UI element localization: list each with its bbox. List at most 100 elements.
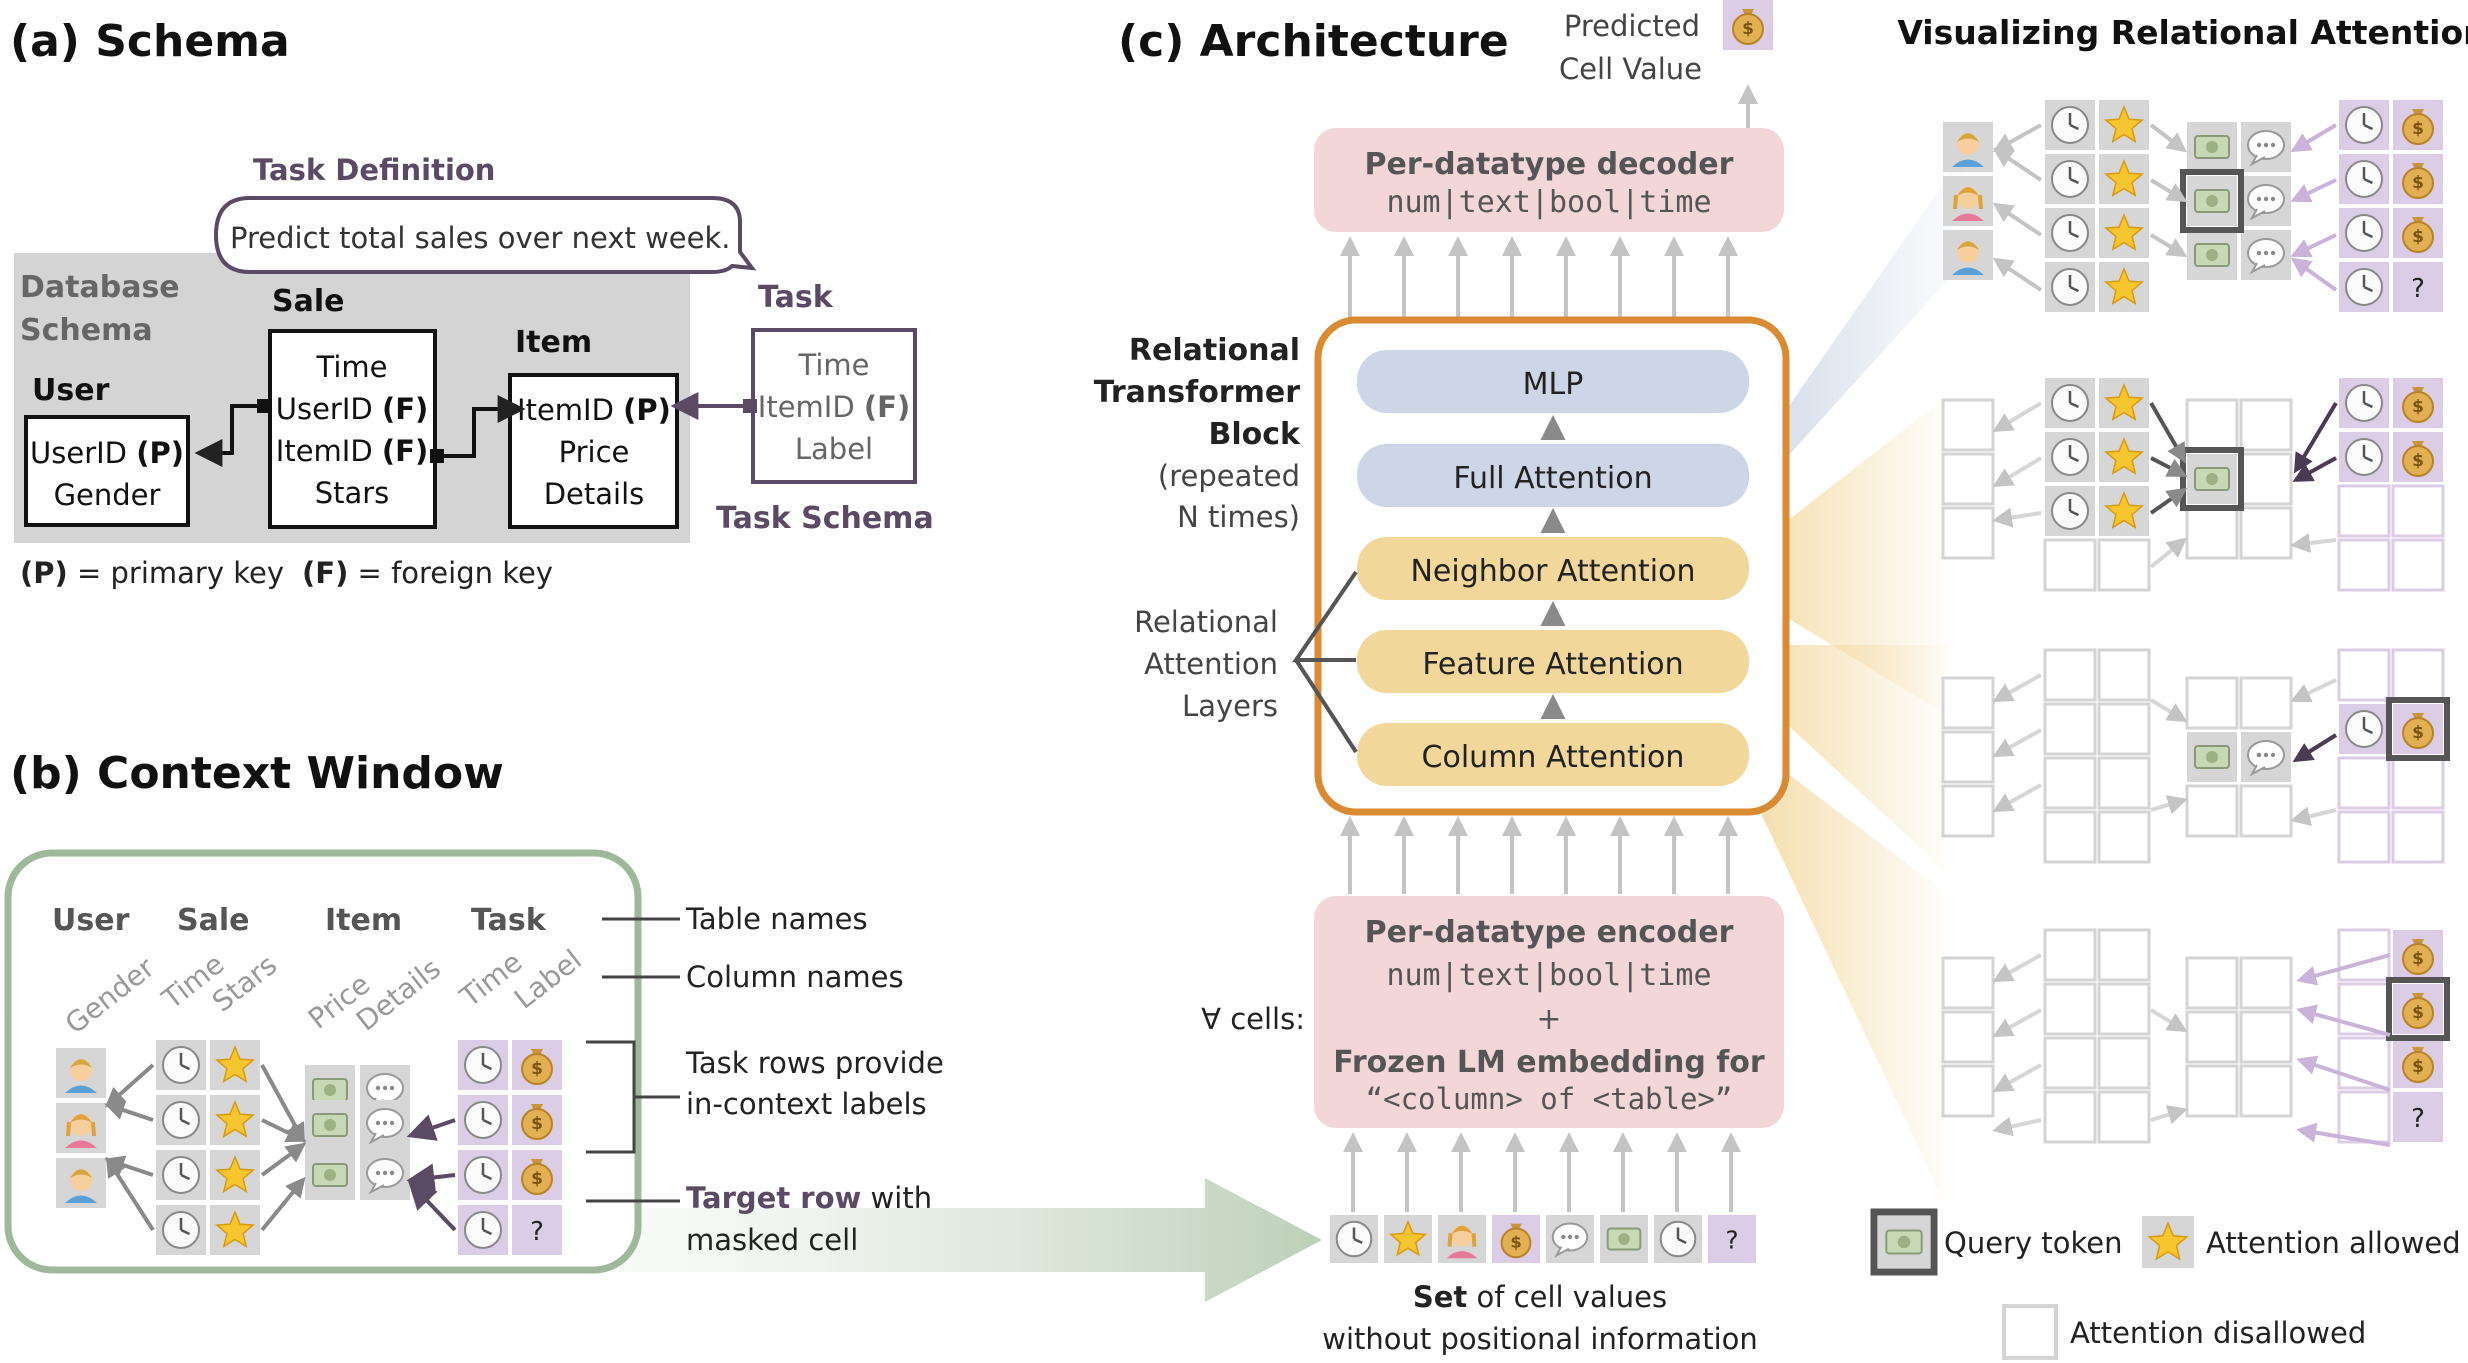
fk-arrow-sale-item (437, 395, 526, 458)
allowed-cell (2045, 432, 2095, 482)
layers-label-1: Relational (1134, 605, 1278, 639)
block-label-2: Transformer (1094, 375, 1300, 410)
disallowed-cell (2337, 810, 2391, 864)
clock-icon (2051, 214, 2089, 252)
allowed-cell: ? (2393, 1092, 2443, 1142)
predicted-cell: $ (1723, 0, 1773, 50)
allowed-cell (2045, 100, 2095, 150)
context-cell: ? (512, 1205, 562, 1255)
attention-arrow (2296, 1122, 2391, 1147)
attention-arrow (2149, 698, 2188, 723)
attention-arrow (2150, 1105, 2188, 1125)
block-repeat-1: (repeated (1158, 459, 1300, 493)
allowed-cell (2187, 122, 2237, 172)
panel-visualizing-attention: Visualizing Relational Attention $$$?$$$… (1870, 13, 2468, 1360)
attention-grid: $ (1941, 648, 2450, 864)
star-icon (2104, 267, 2144, 305)
clock-icon (2051, 106, 2089, 144)
context-cell (56, 1103, 106, 1153)
predicted-label-1: Predicted (1564, 9, 1700, 43)
context-cell (360, 1100, 410, 1150)
allowed-cell: ? (2393, 262, 2443, 312)
allowed-cell (1943, 230, 1993, 280)
attention-arrow (2149, 233, 2188, 258)
attention-arrow (2290, 123, 2338, 153)
man-icon (1952, 133, 1984, 167)
bubble-icon (2247, 130, 2285, 167)
disallowed-cell (2097, 1036, 2151, 1090)
attention-arrow (2292, 456, 2337, 482)
query-token-frame (2180, 447, 2244, 511)
input-token (1654, 1215, 1702, 1263)
bill-icon (312, 1113, 348, 1137)
context-table-item: Item (325, 903, 402, 938)
disallowed-cell (2185, 956, 2239, 1010)
encoder-title: Per-datatype encoder (1365, 915, 1734, 950)
disallowed-cell (2043, 648, 2097, 702)
svg-text:$: $ (531, 1114, 543, 1134)
attention-arrow (1992, 1063, 2042, 1092)
attention-arrow (1992, 783, 2042, 812)
attention-arrow (1992, 401, 2043, 433)
disallowed-cell (2239, 676, 2293, 730)
disallowed-cell (2391, 810, 2445, 864)
allowed-cell (2241, 230, 2291, 280)
encoder-plus: + (1536, 1002, 1561, 1037)
disallowed-cell (2239, 398, 2293, 452)
layer-feature-attention-label: Feature Attention (1422, 647, 1683, 682)
allowed-cell (2045, 262, 2095, 312)
attention-arrow (2292, 733, 2338, 763)
fan-neighbor-attention (1750, 390, 1955, 720)
context-cell (305, 1150, 355, 1200)
star-icon (2104, 437, 2144, 475)
attention-arrow (2150, 456, 2188, 477)
callout-task-rows-2: in-context labels (686, 1087, 927, 1121)
forall-label: ∀ cells: (1201, 1002, 1305, 1036)
disallowed-cell (2185, 784, 2239, 838)
block-repeat-2: N times) (1177, 500, 1300, 534)
bag-icon: $ (2402, 993, 2434, 1029)
context-cell (56, 1158, 106, 1208)
attention-arrow (2149, 123, 2188, 153)
allowed-cell (2099, 378, 2149, 428)
attention-arrow (1992, 456, 2043, 488)
disallowed-cell (2337, 648, 2391, 702)
attention-arrow (1992, 147, 2043, 182)
viz-title: Visualizing Relational Attention (1897, 13, 2468, 52)
bag-icon: $ (2402, 163, 2434, 199)
clock-icon (162, 1211, 200, 1249)
allowed-cell: $ (2393, 704, 2443, 754)
attention-arrow (2296, 1055, 2391, 1092)
fan-feature-attention (1750, 645, 1955, 880)
attention-arrow (1992, 507, 2042, 528)
bill-icon (2194, 745, 2230, 769)
disallowed-cell (2043, 756, 2097, 810)
attention-arrow (2149, 537, 2188, 569)
disallowed-cell (2185, 676, 2239, 730)
legend-query-frame (1870, 1208, 1938, 1276)
context-cell-grid: $$$? (56, 1040, 562, 1255)
legend-query-cell (1878, 1216, 1930, 1268)
bag-icon: $ (521, 1104, 553, 1140)
item-col-details: Details (544, 477, 645, 511)
panel-c-title: (c) Architecture (1118, 16, 1509, 67)
context-cell (156, 1095, 206, 1145)
allowed-cell (2241, 122, 2291, 172)
clock-icon (1659, 1220, 1697, 1258)
context-link-arrow (105, 1063, 155, 1108)
bag-icon: $ (2402, 387, 2434, 423)
task-col-itemid: ItemID (F) (758, 390, 910, 424)
decoder-types: num|text|bool|time (1386, 185, 1711, 220)
context-cell: $ (512, 1040, 562, 1090)
clock-icon (2345, 106, 2383, 144)
block-label-3: Block (1209, 417, 1302, 452)
bill-icon (312, 1078, 348, 1102)
svg-text:$: $ (1510, 1233, 1521, 1252)
sale-col-stars: Stars (315, 476, 390, 510)
disallowed-cell (2185, 1010, 2239, 1064)
bill-icon (1885, 1229, 1923, 1255)
allowed-cell (2045, 378, 2095, 428)
context-cell (156, 1205, 206, 1255)
disallowed-cell (1941, 506, 1995, 560)
legend-query-token: Query token (1944, 1226, 2122, 1260)
